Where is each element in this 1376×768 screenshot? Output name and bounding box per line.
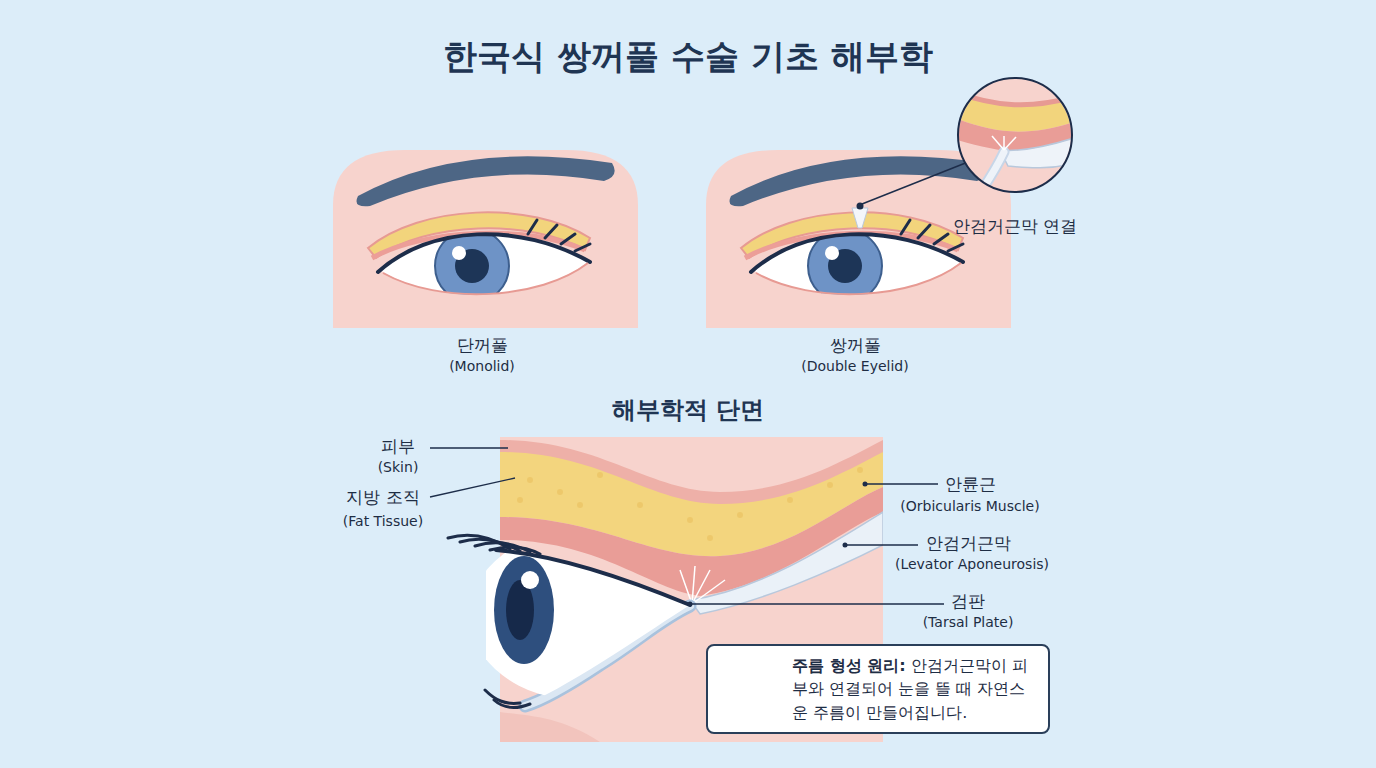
part-name-en: (Orbicularis Muscle) <box>900 498 1039 515</box>
eye-caption: 단꺼풀 <box>457 335 508 355</box>
part-name: 안륜근 <box>945 474 996 494</box>
part-name: 피부 <box>381 436 415 456</box>
part-name-en: (Skin) <box>378 459 419 476</box>
eye-caption-en: (Double Eyelid) <box>801 358 908 375</box>
part-name: 안검거근막 <box>926 533 1011 553</box>
part-name-en: (Levator Aponeurosis) <box>895 556 1049 573</box>
part-name: 지방 조직 <box>346 487 419 507</box>
note-heading: 주름 형성 원리: <box>792 656 906 675</box>
part-name: 검판 <box>951 591 985 611</box>
section-title: 해부학적 단면 <box>612 396 764 425</box>
eye-caption-en: (Monolid) <box>449 358 515 375</box>
callout-label: 안검거근막 연결 <box>953 216 1077 236</box>
part-name-en: (Tarsal Plate) <box>923 614 1014 631</box>
note-box: 주름 형성 원리:안검거근막이 피부와 연결되어 눈을 뜰 때 자연스운 주름이… <box>706 644 1050 734</box>
eye-caption: 쌍꺼풀 <box>830 335 881 355</box>
page-title: 한국식 쌍꺼풀 수술 기초 해부학 <box>443 36 932 77</box>
part-name-en: (Fat Tissue) <box>343 513 423 530</box>
